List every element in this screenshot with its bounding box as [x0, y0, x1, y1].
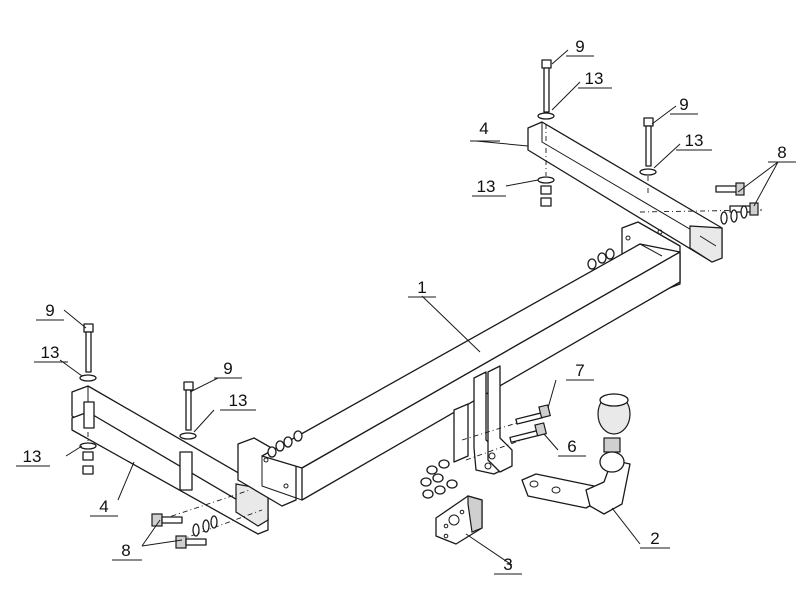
callout-9-top-left: 9: [575, 37, 584, 56]
bolt-9-left: [79, 323, 97, 382]
callout-4-right: 4: [479, 119, 488, 138]
bolts-6-7: [461, 404, 552, 461]
bolt-9-top-right: [639, 117, 657, 196]
callout-13-top-right: 13: [685, 131, 704, 150]
callout-6: 6: [567, 437, 576, 456]
callout-3: 3: [503, 555, 512, 574]
label-underlines: [16, 55, 796, 575]
callout-7: 7: [575, 361, 584, 380]
callout-9-top-right: 9: [679, 95, 688, 114]
washers-13-left: [79, 432, 97, 475]
callout-13-right-low: 13: [477, 177, 496, 196]
callout-13-left-lower: 13: [23, 447, 42, 466]
bolts-8-right: [639, 182, 763, 225]
nuts-hitch-cluster: [420, 459, 458, 499]
bolt-9-top-left: [537, 59, 555, 120]
callout-8-right: 8: [777, 143, 786, 162]
right-side-bracket: [527, 121, 723, 263]
callout-labels: 1 2 3 4 4 6 7 8 8 9 9 9 9 13 13 13 13 13…: [23, 37, 787, 574]
socket-plate: [435, 495, 483, 545]
callout-2: 2: [650, 529, 659, 548]
callout-13-mid-left: 13: [229, 391, 248, 410]
callout-8-left: 8: [121, 541, 130, 560]
bolts-8-left: [151, 489, 263, 549]
callout-leaders: [59, 49, 779, 566]
callout-4-left: 4: [99, 497, 108, 516]
nuts-beam-left: [267, 430, 303, 458]
left-side-bracket: [71, 385, 269, 535]
bolt-9-mid-left: [179, 381, 197, 440]
callout-9-left: 9: [45, 301, 54, 320]
nuts-beam-right: [587, 248, 615, 270]
hitch-mounting-plates: [453, 365, 513, 475]
callout-1: 1: [417, 278, 426, 297]
callout-13-top-left: 13: [585, 69, 604, 88]
callout-13-left-upper: 13: [41, 343, 60, 362]
callout-9-mid-left: 9: [223, 359, 232, 378]
tow-ball-arm: [521, 393, 631, 515]
